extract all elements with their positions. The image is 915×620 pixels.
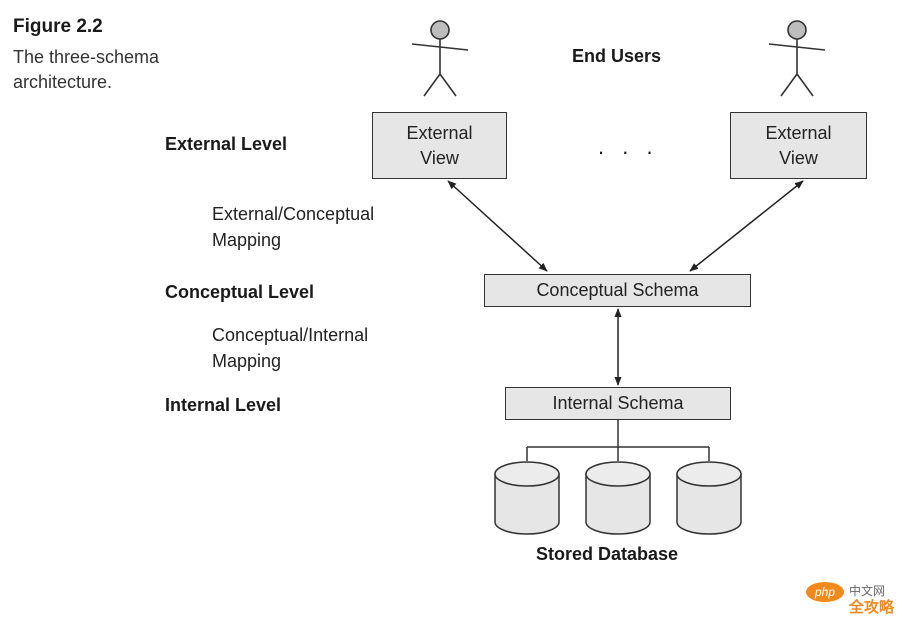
svg-text:php: php <box>814 585 835 599</box>
external-view-right-box: External View <box>730 112 867 179</box>
figure-number: Figure 2.2 <box>13 16 103 37</box>
svg-text:中文网: 中文网 <box>849 583 885 598</box>
database-cylinder-icon <box>494 461 560 535</box>
end-user-right-icon <box>768 20 826 97</box>
external-view-left-box: External View <box>372 112 507 179</box>
stored-database-label: Stored Database <box>536 544 679 564</box>
internal-level-label: Internal Level <box>165 395 282 415</box>
internal-schema-text: Internal Schema <box>552 393 684 413</box>
conceptual-schema-text: Conceptual Schema <box>536 280 699 300</box>
internal-schema-box: Internal Schema <box>505 387 731 420</box>
database-cylinder-icon <box>676 461 742 535</box>
figure-caption: The three-schema architecture. <box>13 47 160 92</box>
svg-text:全攻略: 全攻略 <box>848 598 895 614</box>
end-users-label: End Users <box>572 46 662 66</box>
conceptual-level-label: Conceptual Level <box>165 282 315 302</box>
external-view-left-text: External View <box>406 122 473 168</box>
php-watermark-logo: php 中文网 全攻略 <box>806 582 895 614</box>
external-view-right-text: External View <box>765 122 832 168</box>
storage-connector <box>526 420 710 461</box>
external-conceptual-mapping-label: External/Conceptual Mapping <box>212 204 375 250</box>
database-cylinder-icon <box>585 461 651 535</box>
end-user-left-icon <box>411 20 469 97</box>
conceptual-schema-box: Conceptual Schema <box>484 274 751 307</box>
ellipsis: . . . <box>598 134 659 159</box>
arrow-right-external-to-conceptual <box>689 180 804 272</box>
conceptual-internal-mapping-label: Conceptual/Internal Mapping <box>212 325 369 371</box>
arrow-left-external-to-conceptual <box>447 180 548 272</box>
external-level-label: External Level <box>165 134 288 154</box>
